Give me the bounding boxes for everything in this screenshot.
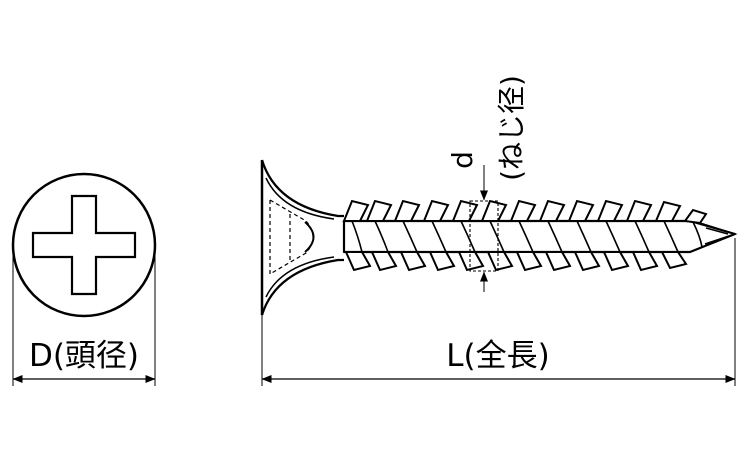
thread-diameter-box <box>469 200 499 272</box>
total-length-dimension: L(全長) <box>261 238 736 386</box>
thread-helix-lines <box>351 220 703 253</box>
recess-tip <box>304 221 315 253</box>
thread-crests-top <box>342 199 708 225</box>
thread-diameter-marker <box>469 165 499 292</box>
head-inner-outline <box>265 177 335 298</box>
total-length-label: L(全長) <box>446 338 549 374</box>
thread-crests-bottom <box>344 251 688 272</box>
head-outline-side <box>260 159 344 316</box>
head-diameter-dimension: D(頭径) <box>12 255 156 386</box>
thread-diameter-label: (ねじ径) <box>495 75 528 181</box>
screw-side-view <box>260 159 738 316</box>
head-diameter-label: D(頭径) <box>29 338 139 374</box>
head-outline <box>11 172 157 318</box>
screw-head-top-view <box>11 172 157 318</box>
thread-symbol-label: d <box>446 151 479 169</box>
phillips-recess-icon <box>31 194 137 296</box>
screw-tip <box>699 222 738 245</box>
